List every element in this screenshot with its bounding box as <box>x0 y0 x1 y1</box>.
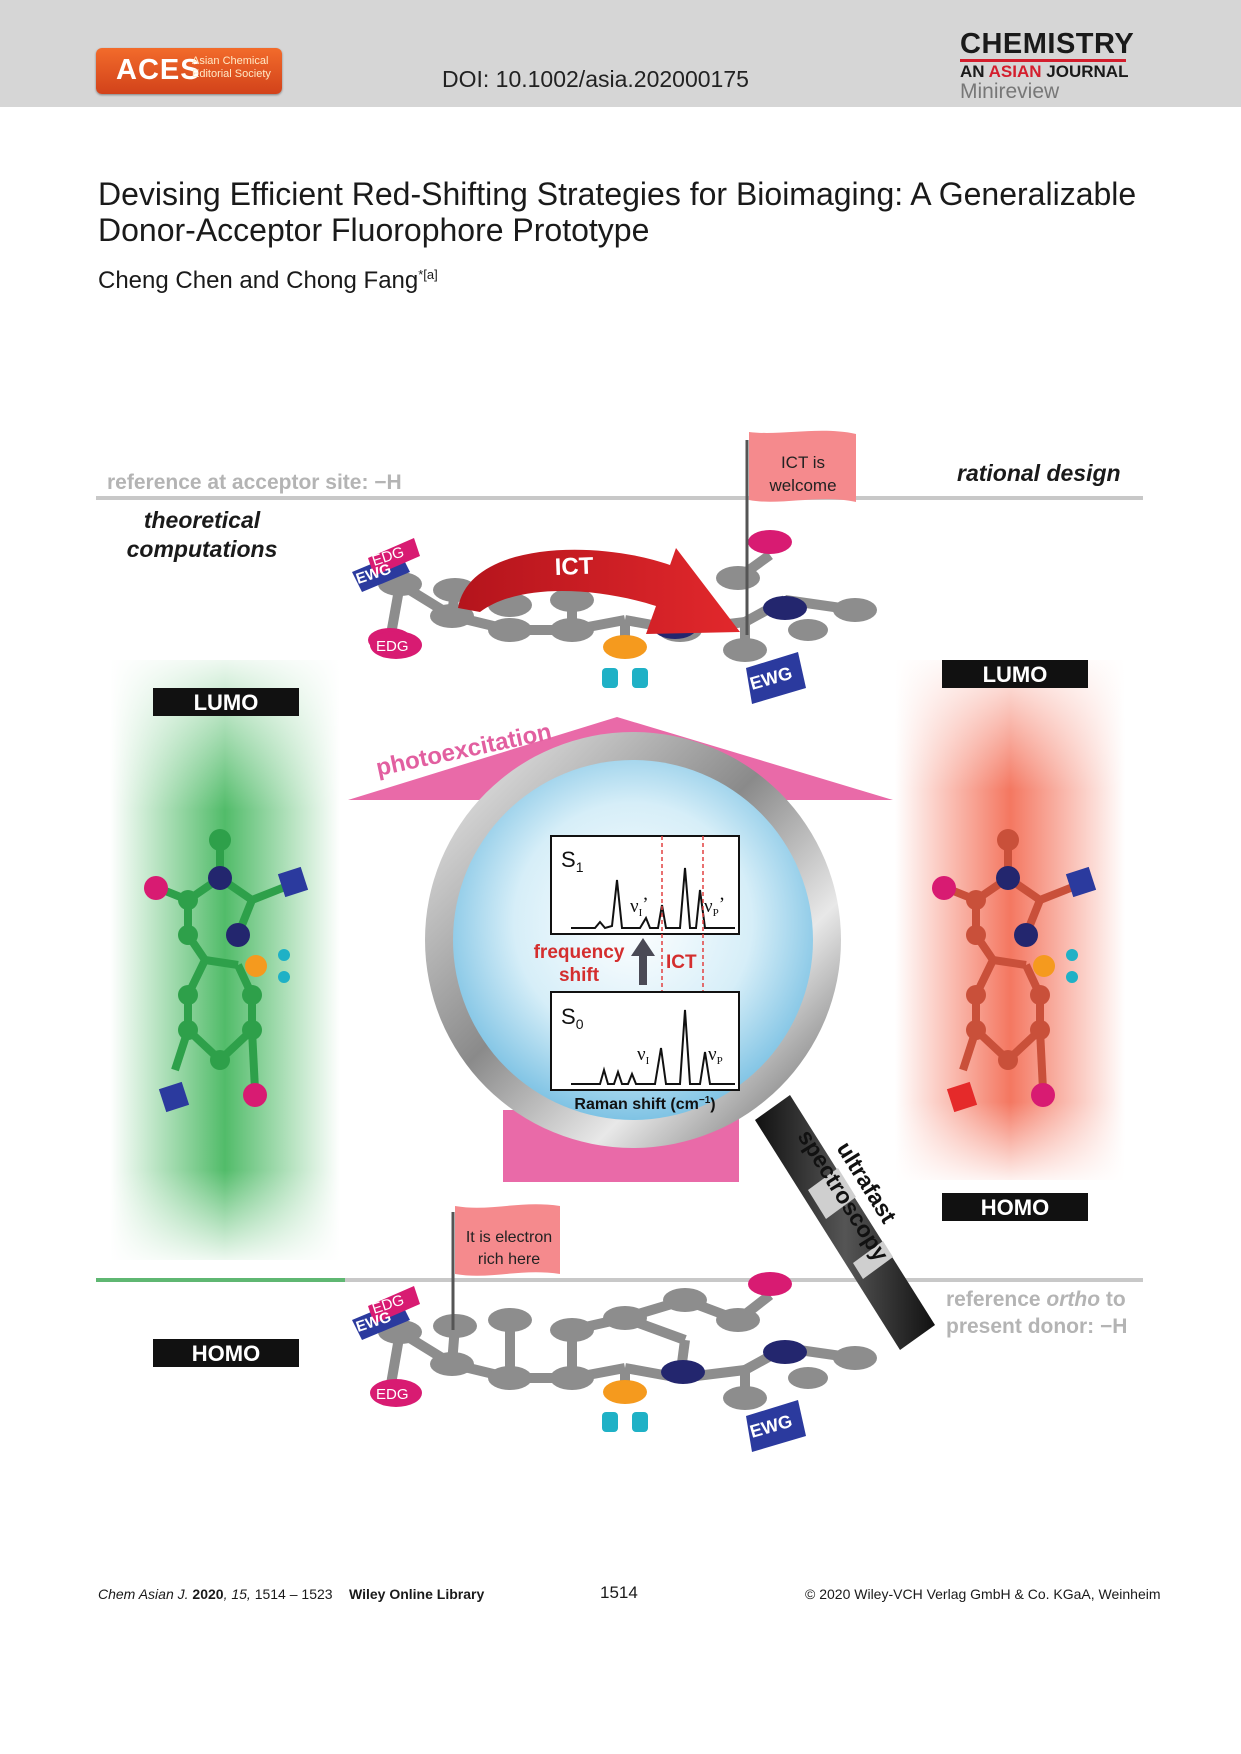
footer-wiley-library[interactable]: Wiley Online Library <box>349 1586 485 1602</box>
top-edg-left-label: EDG <box>376 638 409 655</box>
lumo-left-label: LUMO <box>194 690 259 715</box>
s1-spectrum-trace <box>571 867 735 930</box>
journal-journal: JOURNAL <box>1046 62 1129 81</box>
page-number: 1514 <box>600 1583 638 1602</box>
ict-arrow-label: ICT <box>554 553 594 581</box>
nu-p-prime-label: νP’ <box>704 894 725 919</box>
journal-an: AN <box>960 62 985 81</box>
journal-subname: AN ASIAN JOURNAL <box>960 62 1128 82</box>
top-flag-line1: ICT is <box>781 453 825 472</box>
frequency-label-line2: shift <box>559 965 600 986</box>
bottom-edg-left-label: EDG <box>376 1386 409 1403</box>
red-molecule <box>932 829 1097 1113</box>
author-affiliation-mark: *[a] <box>418 267 438 282</box>
top-edg-left-badge: EDG <box>370 631 422 659</box>
homo-left-label: HOMO <box>192 1341 260 1366</box>
article-authors: Cheng Chen and Chong Fang*[a] <box>98 267 438 295</box>
author-names: Cheng Chen and Chong Fang <box>98 267 419 294</box>
s0-spectrum-trace <box>571 1009 735 1085</box>
homo-left-box <box>153 1339 299 1367</box>
reference-ortho-line1: reference ortho to <box>946 1288 1126 1311</box>
ict-arrow <box>458 548 740 634</box>
aces-logo-subtitle: Asian Chemical Editorial Society <box>192 55 271 80</box>
ict-small-label: ICT <box>666 952 697 973</box>
footer-copyright: © 2020 Wiley-VCH Verlag GmbH & Co. KGaA,… <box>805 1586 1161 1602</box>
red-glow-fade <box>895 660 1125 1180</box>
lumo-left-box <box>153 688 299 716</box>
reference-acceptor-label: reference at acceptor site: −H <box>107 471 402 494</box>
s1-spectrum-box <box>550 835 740 935</box>
magnifier-handle <box>755 1095 935 1350</box>
nu-p-label: νP <box>708 1044 723 1067</box>
frequency-label-line1: frequency <box>534 942 625 963</box>
bottom-flag <box>455 1204 560 1276</box>
article-title: Devising Efficient Red-Shifting Strategi… <box>98 176 1137 248</box>
top-flag <box>749 430 856 502</box>
bottom-ewg-right-badge: EWG <box>746 1400 806 1452</box>
rational-design-label: rational design <box>957 460 1121 486</box>
lumo-right-label: LUMO <box>983 662 1048 687</box>
top-ewg-right-badge: EWG <box>746 652 806 704</box>
aces-logo-text: ACES <box>116 54 201 86</box>
s0-spectrum-box <box>550 991 740 1091</box>
article-type: Minireview <box>960 80 1060 103</box>
up-arrow-icon <box>631 938 655 985</box>
theoretical-label-line2: computations <box>127 536 278 562</box>
s0-label: S0 <box>561 1004 584 1032</box>
green-molecule <box>144 829 309 1113</box>
journal-name: CHEMISTRY <box>960 28 1135 60</box>
aces-logo: ACES Asian Chemical Editorial Society <box>96 48 282 94</box>
bottom-flag-line2: rich here <box>478 1251 540 1268</box>
journal-asian: ASIAN <box>988 62 1042 81</box>
s1-label: S1 <box>561 847 584 875</box>
theoretical-label-line1: theoretical <box>144 507 261 533</box>
journal-underline <box>960 59 1126 62</box>
bottom-edg-left-badge: EDG <box>370 1379 422 1407</box>
doi[interactable]: DOI: 10.1002/asia.202000175 <box>442 66 749 92</box>
lumo-right-box <box>942 660 1088 688</box>
nu-i-prime-label: νI’ <box>630 894 649 919</box>
raman-axis-label: Raman shift (cm−1) <box>574 1095 715 1113</box>
nu-i-label: νI <box>637 1044 650 1067</box>
bottom-molecule <box>378 1272 877 1432</box>
bottom-flag-line1: It is electron <box>466 1229 552 1246</box>
homo-right-box <box>942 1193 1088 1221</box>
homo-right-label: HOMO <box>981 1195 1049 1220</box>
footer-citation: Chem Asian J. 2020, 15, 1514 – 1523 <box>98 1586 333 1602</box>
reference-ortho-line2: present donor: −H <box>946 1315 1127 1338</box>
top-flag-line2: welcome <box>768 476 836 495</box>
